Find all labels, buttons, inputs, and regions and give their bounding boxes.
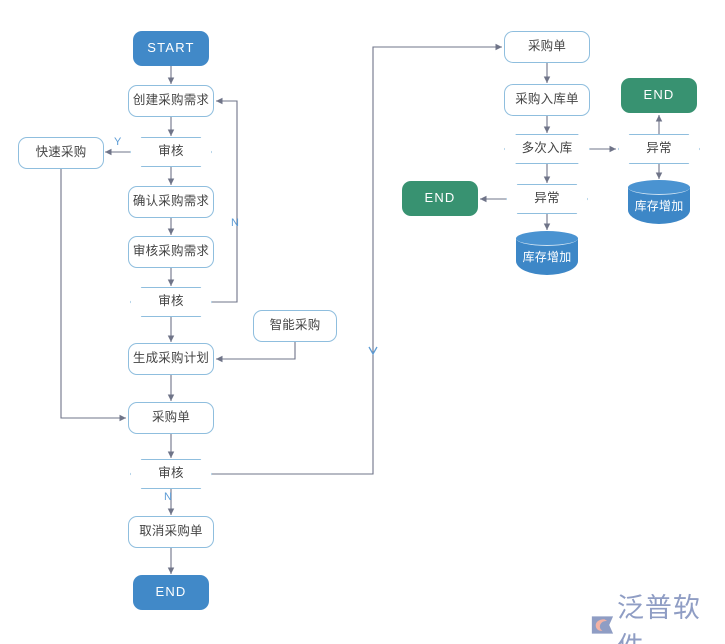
node-generate-purchase-plan[interactable]: 生成采购计划 [128,343,214,375]
node-label: 异常 [646,141,672,156]
node-review-2[interactable]: 审核 [130,287,212,317]
node-abnormal-right[interactable]: 异常 [618,134,700,164]
node-label: 审核 [158,466,184,481]
hexagon-shape [130,459,212,489]
node-label: 快速采购 [35,145,87,160]
edge-midpoint-arrow [368,346,378,356]
node-label: 采购入库单 [515,92,579,107]
node-label: START [147,40,195,56]
edge-review2-create-n [212,97,238,303]
edge-review3-poright [212,43,502,475]
node-purchase-inbound-order[interactable]: 采购入库单 [504,84,590,116]
node-label: 库存增加 [522,249,572,264]
node-label: 审核 [158,144,184,159]
node-end-green-left[interactable]: END [402,181,478,216]
hexagon-shape [130,137,212,167]
node-purchase-order-left[interactable]: 采购单 [128,402,214,434]
node-label: 取消采购单 [139,524,203,539]
node-label: 创建采购需求 [132,93,210,108]
node-label: END [424,190,456,206]
node-multiple-inbound[interactable]: 多次入库 [504,134,590,164]
hexagon-shape [130,287,212,317]
node-audit-purchase-request[interactable]: 审核采购需求 [128,236,214,268]
node-label: 审核 [158,294,184,309]
node-start[interactable]: START [133,31,209,66]
edge-label-yes-quick-purchase: Y [114,136,122,148]
edge-quick-po [60,169,126,422]
node-label: END [643,87,675,103]
node-label: 确认采购需求 [132,194,210,209]
node-label: 采购单 [527,39,567,54]
node-end-blue[interactable]: END [133,575,209,610]
node-cancel-purchase-order[interactable]: 取消采购单 [128,516,214,548]
node-label: 审核采购需求 [132,244,210,259]
watermark: 泛普软件 www.fanpusoft.com [588,586,725,644]
node-create-purchase-request[interactable]: 创建采购需求 [128,85,214,117]
node-label: 生成采购计划 [132,351,210,366]
node-label: 异常 [534,191,560,206]
cylinder-top [516,231,578,246]
node-stock-increase-right[interactable]: 库存增加 [628,180,690,224]
node-label: 库存增加 [634,198,684,213]
node-confirm-purchase-request[interactable]: 确认采购需求 [128,186,214,218]
fanpu-logo-icon [591,616,614,634]
watermark-brand-row: 泛普软件 [588,586,725,644]
cylinder-top [628,180,690,195]
watermark-brand-text: 泛普软件 [616,593,701,644]
node-label: END [155,584,187,600]
edge-smart-genplan [216,342,296,363]
edge-label-no-review-3: N [164,491,172,503]
node-abnormal-center[interactable]: 异常 [506,184,588,214]
node-stock-increase-center[interactable]: 库存增加 [516,231,578,275]
hexagon-shape [504,134,590,164]
hexagon-shape [506,184,588,214]
node-end-green-right[interactable]: END [621,78,697,113]
node-review-1[interactable]: 审核 [130,137,212,167]
node-review-3[interactable]: 审核 [130,459,212,489]
node-label: 多次入库 [521,141,573,156]
edge-label-no-review-2: N [231,217,239,229]
hexagon-shape [618,134,700,164]
node-label: 智能采购 [269,318,321,333]
node-smart-purchase[interactable]: 智能采购 [253,310,337,342]
node-purchase-order-right[interactable]: 采购单 [504,31,590,63]
node-quick-purchase[interactable]: 快速采购 [18,137,104,169]
node-label: 采购单 [151,410,191,425]
